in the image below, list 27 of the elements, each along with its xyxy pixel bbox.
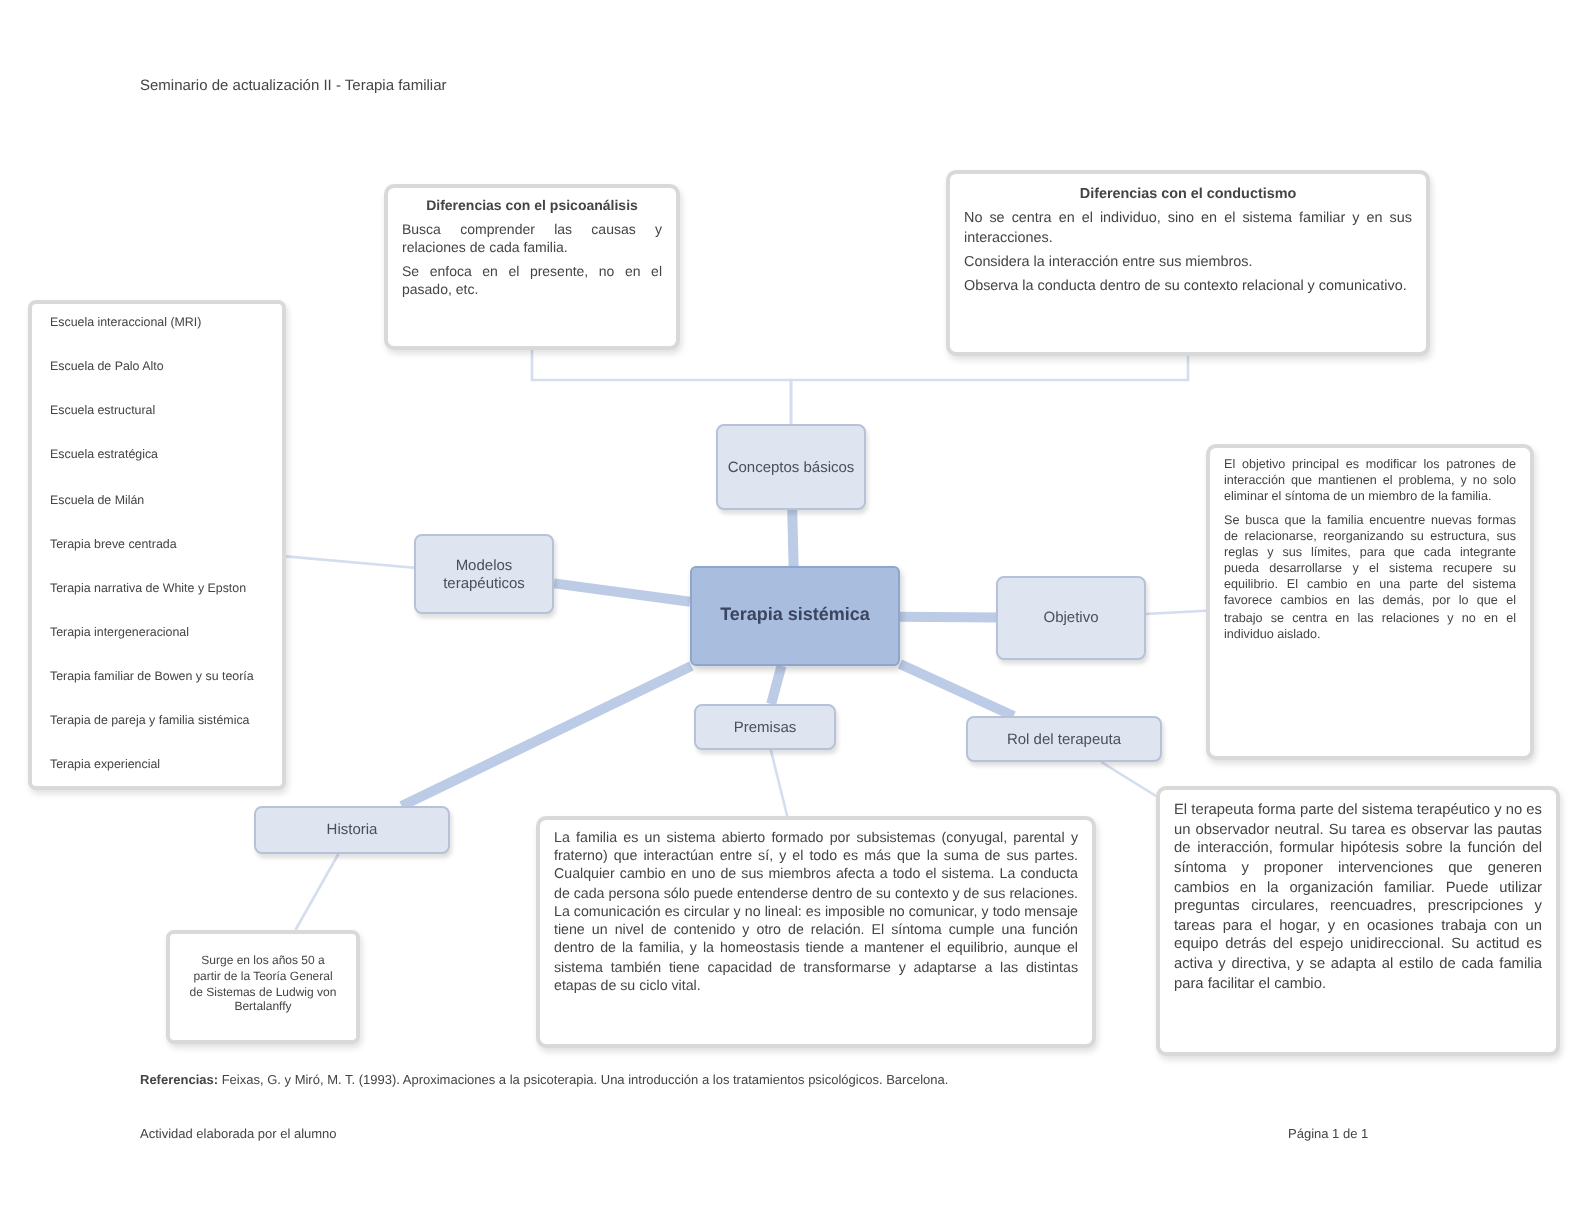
- connector-line: [1100, 760, 1157, 798]
- connector-line: [285, 555, 415, 570]
- topic-box: [996, 576, 1146, 660]
- topic-box: [694, 704, 836, 750]
- text-panel: [536, 816, 1096, 1048]
- topic-box: [254, 806, 450, 854]
- list-panel: [28, 300, 286, 790]
- connector-line: [294, 853, 340, 931]
- text-panel: [946, 170, 1430, 356]
- text-panel: [1156, 786, 1560, 1056]
- connector-line: [897, 659, 1016, 721]
- central-topic-box: [690, 566, 900, 666]
- connector-line: [399, 661, 694, 811]
- text-panel: [1206, 444, 1534, 760]
- connector-line: [769, 749, 789, 817]
- connector-line: [789, 356, 1190, 424]
- topic-box: [716, 424, 866, 510]
- connector-line: [787, 509, 799, 567]
- topic-box: [966, 716, 1162, 762]
- connector-line: [1145, 609, 1207, 616]
- central-topic-label: Terapia sistémica: [720, 604, 870, 628]
- topic-box: [414, 534, 554, 614]
- text-panel: [384, 184, 680, 350]
- connector-line: [766, 664, 787, 706]
- connector-line: [899, 611, 997, 623]
- note-box: [166, 930, 360, 1044]
- connector-line: [553, 578, 691, 607]
